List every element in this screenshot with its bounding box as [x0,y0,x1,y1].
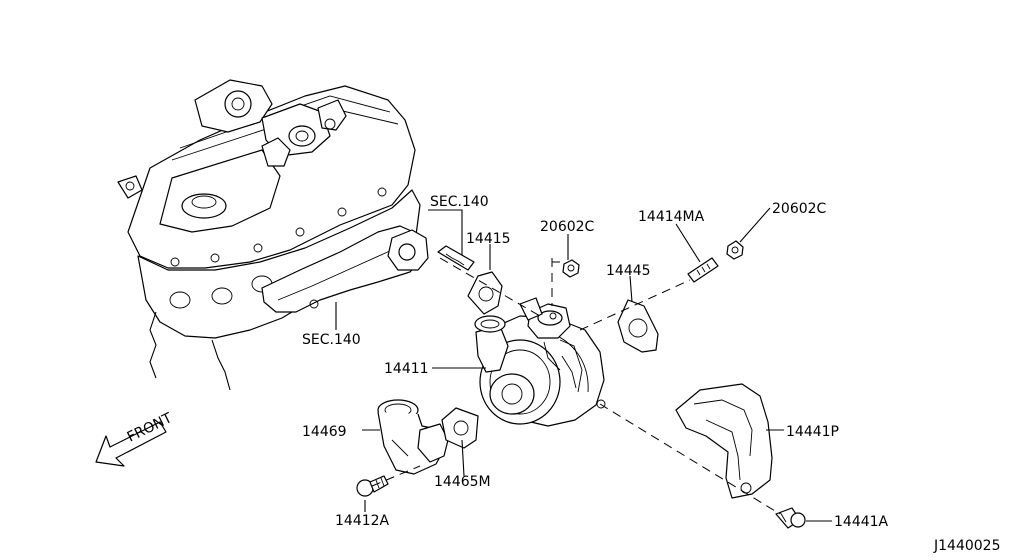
label-14441p: 14441P [786,424,839,440]
nut-20602c-right [726,240,744,260]
nut-20602c-left [562,259,580,278]
bolt-14412a [356,475,389,497]
label-14411: 14411 [384,361,429,377]
manifold-stud [437,245,475,271]
label-20602c-left: 20602C [540,219,595,235]
turbo-inlet-gasket [467,271,503,315]
exhaust-manifold [261,225,429,313]
intake-elbow-pipe [377,399,449,475]
label-14441a: 14441A [834,514,889,530]
label-20602c-right: 20602C [772,201,827,217]
elbow-gasket [441,407,479,449]
label-sec140-top: SEC.140 [430,194,489,210]
engine-cylinder-head [117,79,421,391]
front-arrow [95,421,167,467]
label-14412a: 14412A [335,513,390,529]
bolt-14441a [775,507,806,529]
turbo-outlet-gasket [617,299,659,353]
alignment-lines [371,257,781,515]
diagram-code: J1440025 [933,538,1000,554]
label-14414ma: 14414MA [638,209,705,225]
label-sec140-bottom: SEC.140 [302,332,361,348]
leader-lines [335,207,832,522]
label-14415: 14415 [466,231,511,247]
heat-shield [675,383,773,499]
stud-14414ma [687,257,719,283]
label-14469: 14469 [302,424,347,440]
label-14445: 14445 [606,263,651,279]
label-14465m: 14465M [434,474,491,490]
turbocharger-assembly [474,297,606,427]
